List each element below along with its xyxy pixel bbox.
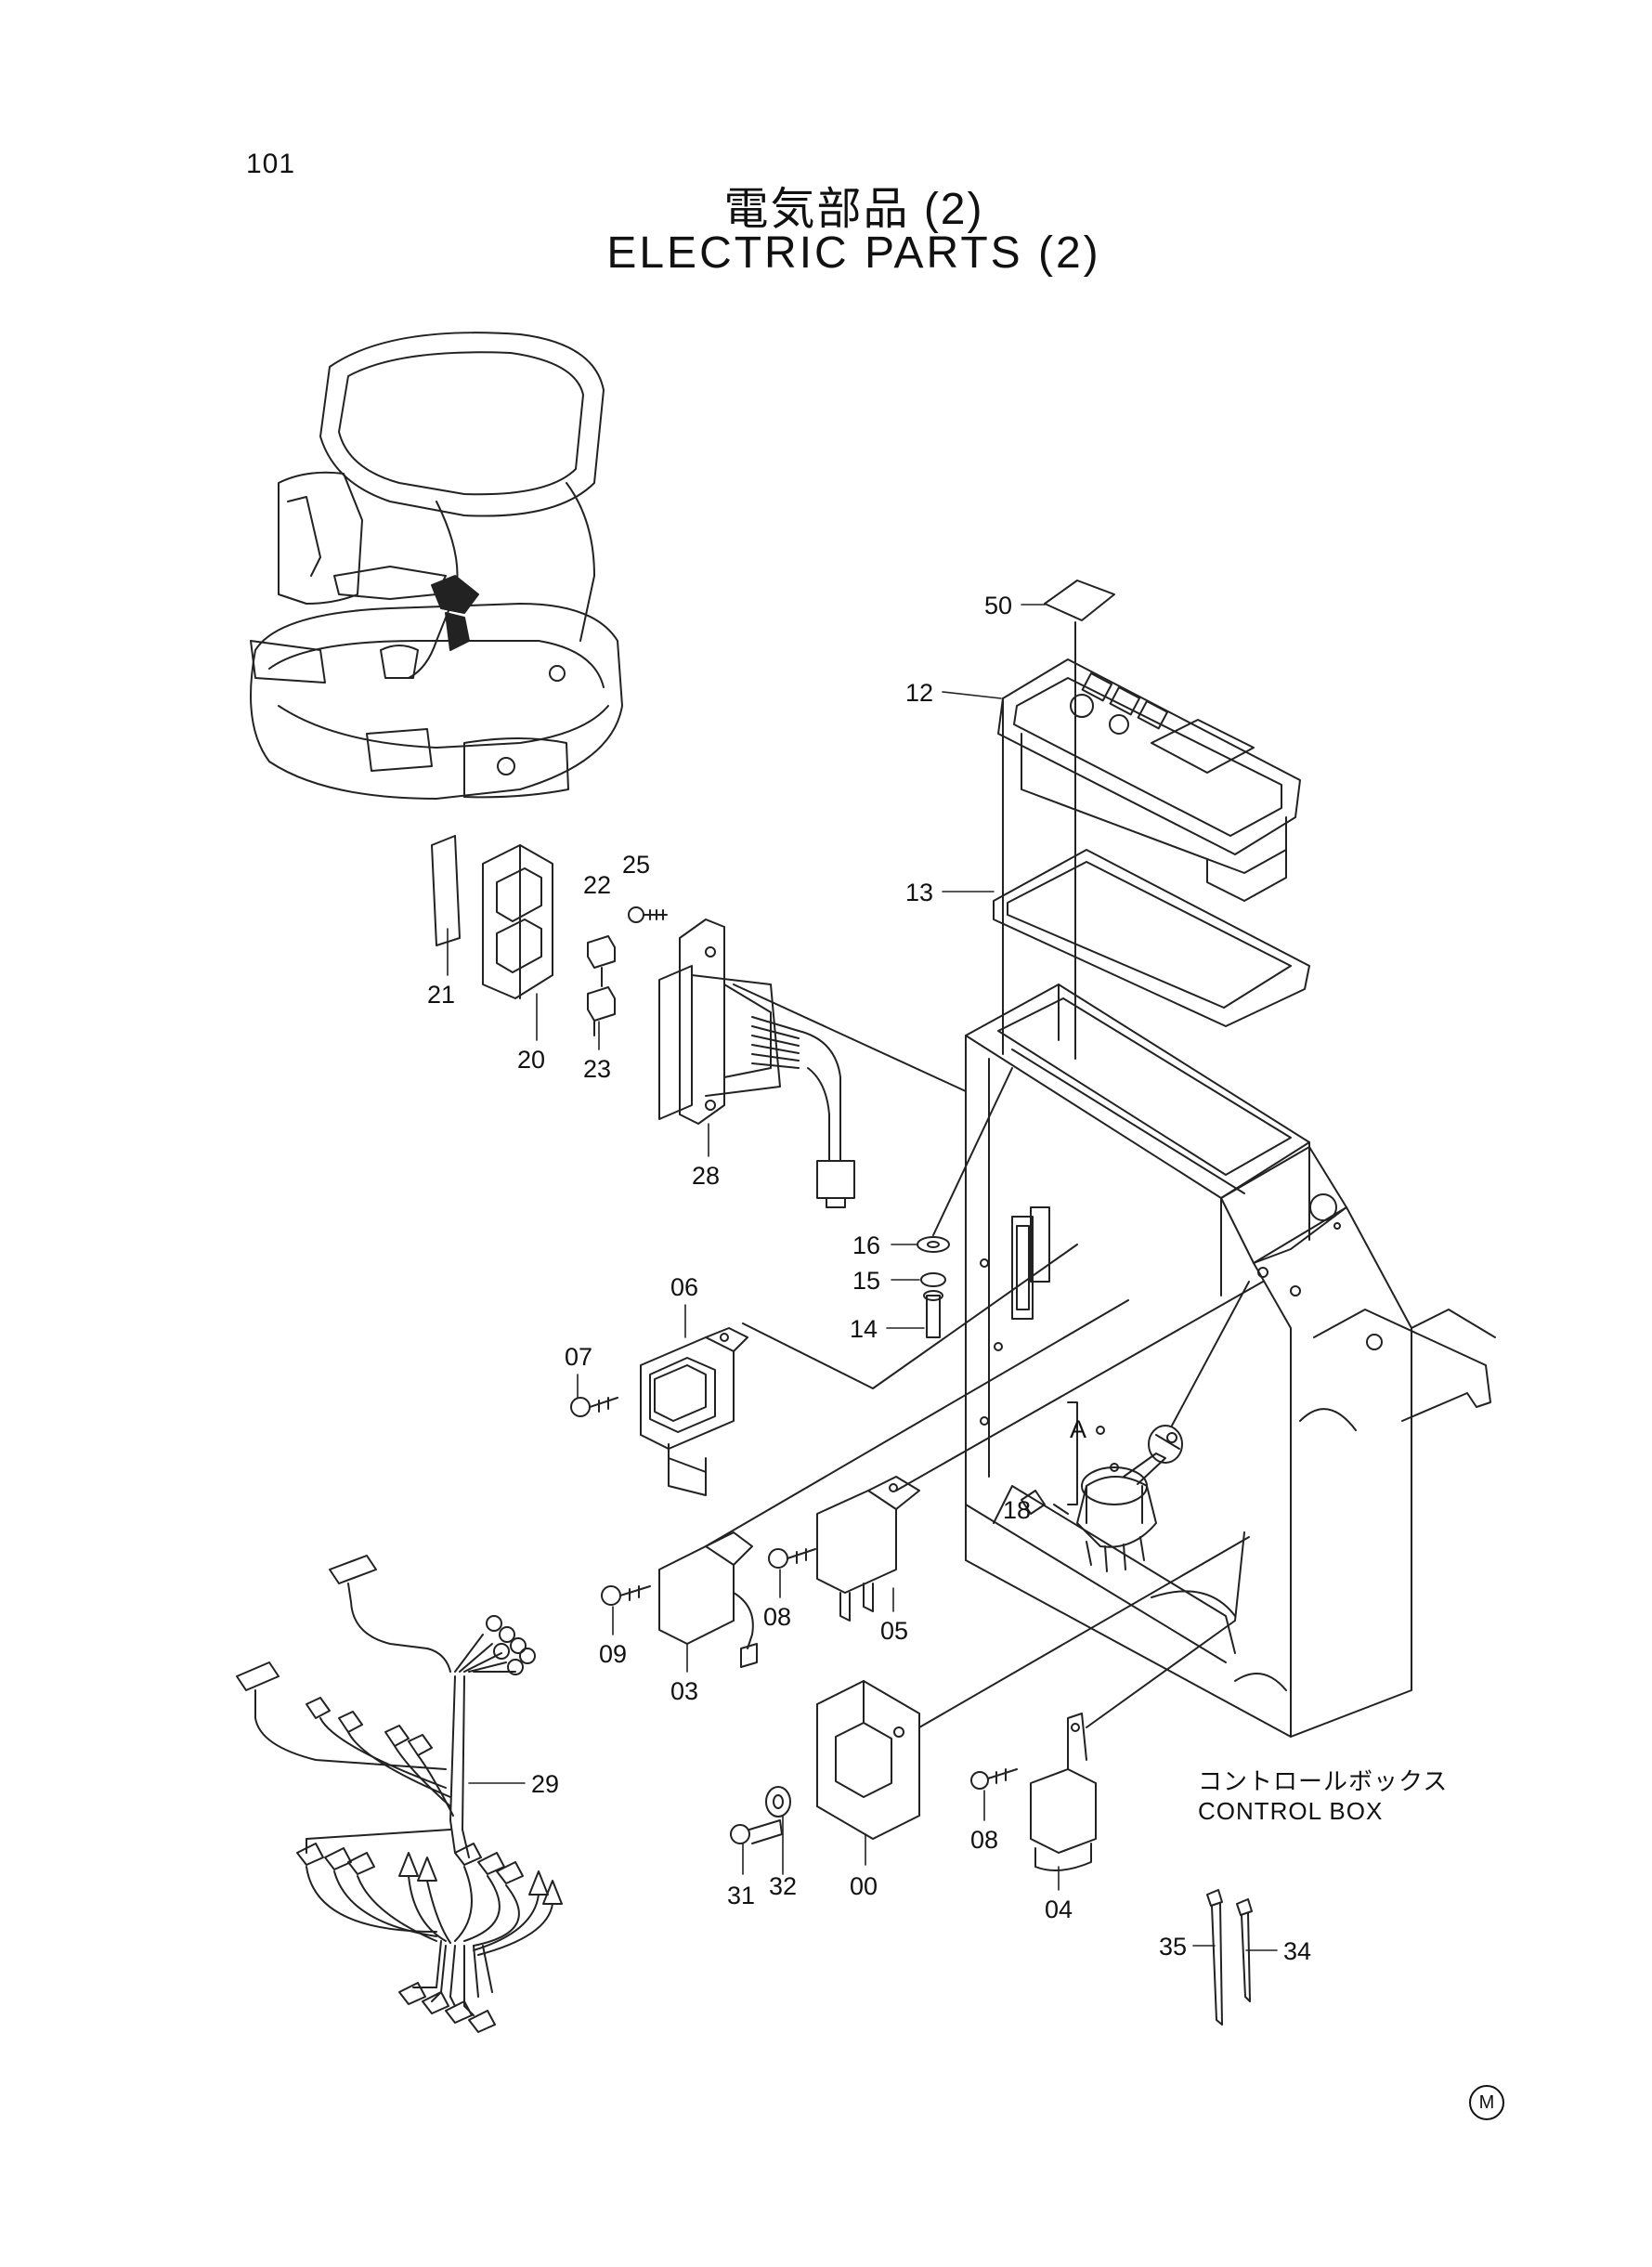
callout-labels: 50 12 13 25 22 21 20 23 28 16 15 14 06 0… [427, 592, 1311, 1965]
callout-34: 34 [1283, 1937, 1311, 1965]
callout-05: 05 [880, 1617, 908, 1645]
control-box-label-jp: コントロールボックス [1198, 1767, 1449, 1795]
callout-31: 31 [727, 1882, 755, 1909]
timer-03 [601, 1299, 1129, 1668]
callout-04: 04 [1045, 1896, 1073, 1923]
cable-ties [1206, 1889, 1253, 2026]
wiring-harness-29 [236, 1555, 563, 2033]
page-number: 101 [246, 149, 296, 179]
connector-group [431, 835, 967, 1208]
callout-29: 29 [531, 1770, 559, 1798]
callout-50: 50 [984, 592, 1012, 619]
callout-15: 15 [852, 1267, 880, 1295]
callout-08-lower: 08 [970, 1826, 998, 1854]
title-english: ELECTRIC PARTS (2) [606, 228, 1101, 278]
callout-14: 14 [850, 1315, 878, 1343]
fastener-stack [917, 1067, 1013, 1338]
callout-21: 21 [427, 981, 455, 1009]
manufacturer-mark: M [1469, 2085, 1504, 2120]
callout-28: 28 [692, 1162, 720, 1190]
callout-13: 13 [905, 879, 933, 906]
relay-04 [970, 1531, 1245, 1871]
callout-25: 25 [622, 851, 650, 879]
callout-03: 03 [670, 1677, 698, 1705]
panel-assembly [993, 580, 1310, 1060]
key-switch-18 [1053, 1281, 1250, 1572]
relay-00 [730, 1536, 1250, 1844]
callout-23: 23 [583, 1055, 611, 1083]
callout-16: 16 [852, 1231, 880, 1259]
callout-A: A [1070, 1415, 1086, 1443]
callout-06: 06 [670, 1273, 698, 1301]
title-japanese: 電気部品 (2) [723, 185, 984, 234]
callout-00: 00 [850, 1872, 878, 1900]
callout-07: 07 [565, 1343, 592, 1371]
callout-20: 20 [517, 1046, 545, 1074]
callout-08-upper: 08 [763, 1603, 791, 1631]
callout-12: 12 [905, 679, 933, 707]
callout-18: 18 [1003, 1496, 1031, 1524]
callout-09: 09 [599, 1640, 627, 1668]
relay-06 [570, 1244, 1078, 1496]
callout-35: 35 [1159, 1933, 1187, 1961]
control-box-label-en: CONTROL BOX [1198, 1797, 1384, 1825]
leader-lines [447, 604, 1278, 1951]
callout-22: 22 [583, 871, 611, 899]
control-box-frame [965, 984, 1496, 1738]
relay-05 [768, 1281, 1264, 1622]
excavator-overview [250, 332, 623, 800]
callout-32: 32 [769, 1872, 797, 1900]
